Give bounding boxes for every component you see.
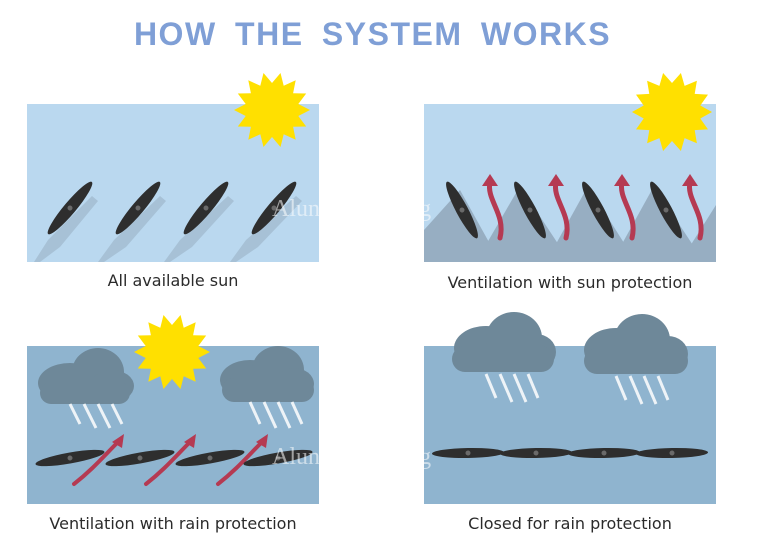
- airflow-arrows: [486, 179, 704, 241]
- rain-cloud-icon: [220, 346, 314, 429]
- caption-panel-3: Ventilation with rain protection: [49, 514, 297, 533]
- airflow-arrow-icon: [486, 179, 504, 241]
- airflow-arrow-icon: [686, 179, 704, 241]
- caption-panel-1: All available sun: [107, 271, 239, 290]
- rain-cloud-icon: [38, 348, 134, 429]
- louvre-blades: [446, 181, 682, 239]
- louvre-blades: [47, 181, 297, 235]
- page-title: HOW THE SYSTEM WORKS: [133, 16, 612, 52]
- shade-triangles: [424, 186, 716, 262]
- airflow-arrow-icon: [72, 440, 120, 486]
- caption-panel-4: Closed for rain protection: [468, 514, 672, 533]
- caption-panel-2: Ventilation with sun protection: [447, 273, 693, 292]
- airflow-arrow-icon: [552, 179, 570, 241]
- airflow-arrow-icon: [216, 440, 264, 486]
- sun-icon: [134, 315, 210, 389]
- airflow-arrows: [72, 440, 264, 486]
- airflow-arrow-icon: [618, 179, 636, 241]
- sun-icon: [632, 73, 712, 151]
- louvre-blades: [35, 449, 313, 467]
- louvre-blades: [432, 447, 708, 459]
- watermark: Aluno • Shading: [272, 196, 432, 222]
- rain-cloud-icon: [584, 314, 688, 405]
- airflow-arrow-icon: [144, 440, 192, 486]
- watermark: Aluno • Shading: [272, 444, 432, 470]
- sun-icon: [234, 73, 310, 147]
- sunbeams: [34, 196, 302, 262]
- rain-cloud-icon: [452, 312, 556, 403]
